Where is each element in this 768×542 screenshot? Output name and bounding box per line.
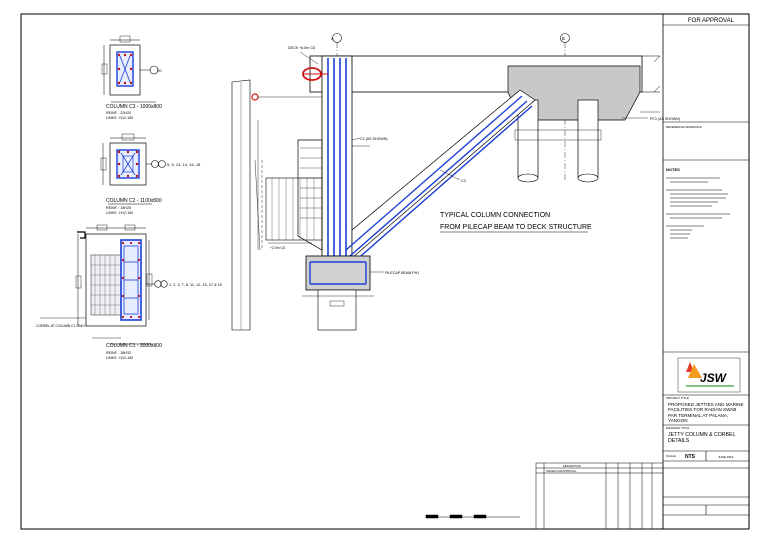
revision-row-description: ISSUED FOR APPROVAL	[546, 469, 577, 473]
scale-label: SCALE	[666, 454, 676, 458]
section-title-line1: TYPICAL COLUMN CONNECTION	[440, 212, 550, 219]
project-title-label: PROJECT TITLE	[666, 396, 689, 400]
title-block-lines	[663, 24, 749, 516]
c1-links: LINKS : H12-150	[106, 356, 133, 360]
pilecap-beam-label: PILECAP BEAM PH1	[385, 271, 419, 275]
c3-label: C3	[461, 179, 466, 183]
project-title: PROPOSED JETTIES AND MARINE FACILITIES F…	[668, 402, 744, 423]
scale-bar	[425, 514, 520, 519]
notes-label: NOTES	[666, 167, 680, 172]
c2-callout: 5, 6, 13, 14, 16, 18	[167, 162, 201, 167]
grid-bubble-a	[332, 33, 342, 43]
grid-label-b: B	[562, 36, 565, 41]
c1-reinf: REINF. : 38H32	[106, 351, 131, 355]
section-view	[231, 33, 661, 331]
grid-label-a: A	[331, 36, 334, 41]
revision-header: DESCRIPTION	[563, 464, 581, 468]
c1-callout: 1, 2, 3, 7, 8, 11, 12, 15, 17 & 19	[169, 283, 222, 287]
c3-links: LINKS : H12-150	[106, 116, 133, 120]
client-logo-text: JSW	[700, 371, 728, 385]
column-c1-detail	[40, 224, 168, 345]
c2-reinf: REINF. : 18H25	[106, 206, 131, 210]
deck-level-label: DECK +6.0m CD	[288, 46, 316, 50]
c2-links: LINKS : H12-150	[106, 211, 133, 215]
c1-title: COLUMN C1 - 3000x800	[106, 343, 162, 349]
drawing-title-label: DRAWING TITLE	[666, 426, 689, 430]
c3-callout: 20	[157, 68, 162, 73]
section-title-line2: FROM PILECAP BEAM TO DECK STRUCTURE	[440, 224, 592, 231]
c2-title: COLUMN C2 - 1100x800	[106, 198, 162, 204]
c1-as-shown-label: C1 (AS SHOWN)	[360, 137, 388, 141]
c3-reinf: REINF. : 22H20	[106, 111, 131, 115]
level-cd-label: +2.0m CD	[270, 246, 286, 250]
column-c2-detail	[100, 133, 166, 205]
c1-corbel-note: CORBEL AT COLUMN C1 ONLY	[36, 324, 86, 328]
grid-bubble-b	[560, 33, 570, 43]
scale-value: NTS	[685, 454, 696, 460]
sheet-border	[20, 13, 750, 530]
revision-table	[535, 462, 664, 530]
drawing-title: JETTY COLUMN & CORBEL DETAILS	[668, 432, 736, 444]
column-c3-detail	[101, 35, 159, 103]
reference-drawings-label: REFERENCE DRAWINGS	[666, 125, 702, 129]
notes-text-lines	[666, 177, 730, 239]
pc1-label: PC1 (AS SHOWN)	[650, 117, 680, 121]
client-logo: JSW	[677, 357, 741, 393]
date-value: JUNE 2019	[718, 455, 734, 459]
approval-stamp: FOR APPROVAL	[688, 18, 735, 24]
c3-title: COLUMN C3 - 1000x800	[106, 104, 162, 110]
